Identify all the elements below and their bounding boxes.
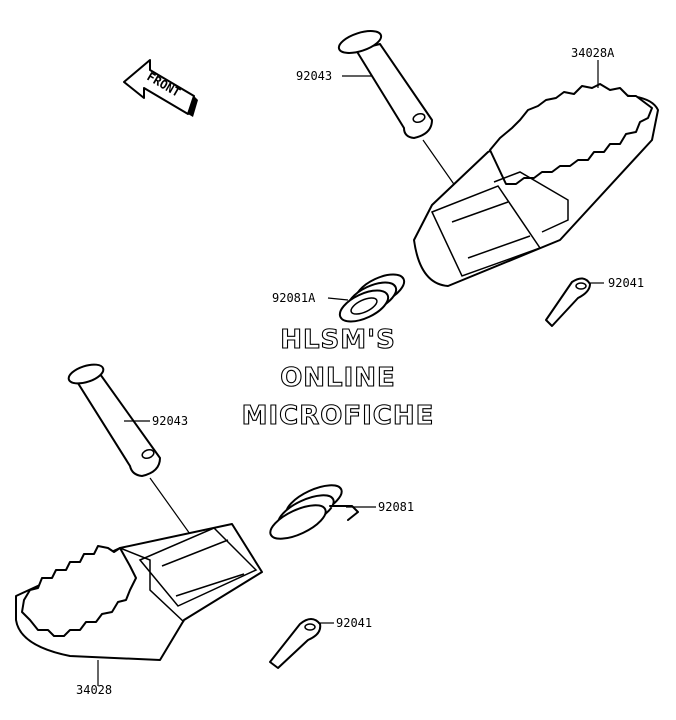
label-cotter-right: 92041	[608, 276, 644, 290]
label-footpeg-left: 34028	[76, 683, 112, 697]
label-footpeg-right: 34028A	[571, 46, 615, 60]
cotter-pin-right	[545, 277, 591, 327]
leader-lines	[97, 60, 604, 686]
label-spring-top: 92081A	[272, 291, 316, 305]
footpeg-left	[15, 523, 263, 661]
clevis-pin-bottom	[67, 363, 161, 477]
cotter-pin-bottom	[269, 618, 322, 669]
watermark-line-2: ONLINE	[280, 363, 396, 393]
watermark-line-3: MICROFICHE	[242, 401, 435, 431]
front-arrow: FRONT	[123, 59, 198, 117]
label-cotter-bottom: 92041	[336, 616, 372, 630]
watermark: HLSM'S ONLINE MICROFICHE	[241, 324, 435, 431]
watermark-line-1: HLSM'S	[280, 325, 396, 355]
footpeg-right	[413, 83, 659, 287]
label-pin-top: 92043	[296, 69, 332, 83]
label-spring-bottom: 92081	[378, 500, 414, 514]
return-spring-top	[338, 273, 406, 323]
return-spring-bottom	[269, 484, 359, 540]
label-pin-bottom: 92043	[152, 414, 188, 428]
clevis-pin-top	[337, 30, 433, 139]
